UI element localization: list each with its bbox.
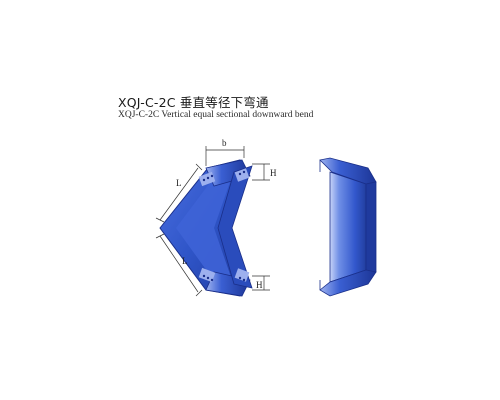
connection-plate-upper-right: [234, 168, 250, 182]
bend-side-view: [319, 157, 377, 297]
side-main-panel: [329, 171, 367, 283]
dimension-h-bottom-label: H: [256, 280, 263, 290]
bolt-holes: [202, 170, 246, 282]
dimension-l-bottom-label: L: [182, 256, 188, 266]
product-title-chinese: XQJ-C-2C 垂直等径下弯通: [118, 95, 269, 110]
product-title-english: XQJ-C-2C Vertical equal sectional downwa…: [118, 110, 314, 120]
side-right-edge: [365, 181, 377, 273]
dimension-b-label: b: [222, 138, 227, 148]
bend-inner-face: [176, 176, 232, 280]
side-bottom-flange: [319, 269, 377, 297]
dimension-l-top-label: L: [176, 178, 182, 188]
connection-plate-lower-left: [198, 267, 216, 283]
dimension-lines: [155, 146, 270, 297]
bend-front-view: [159, 159, 253, 297]
right-side-wall: [217, 165, 253, 289]
dimension-h-top-label: H: [270, 168, 277, 178]
connection-plate-lower-right: [234, 268, 250, 282]
